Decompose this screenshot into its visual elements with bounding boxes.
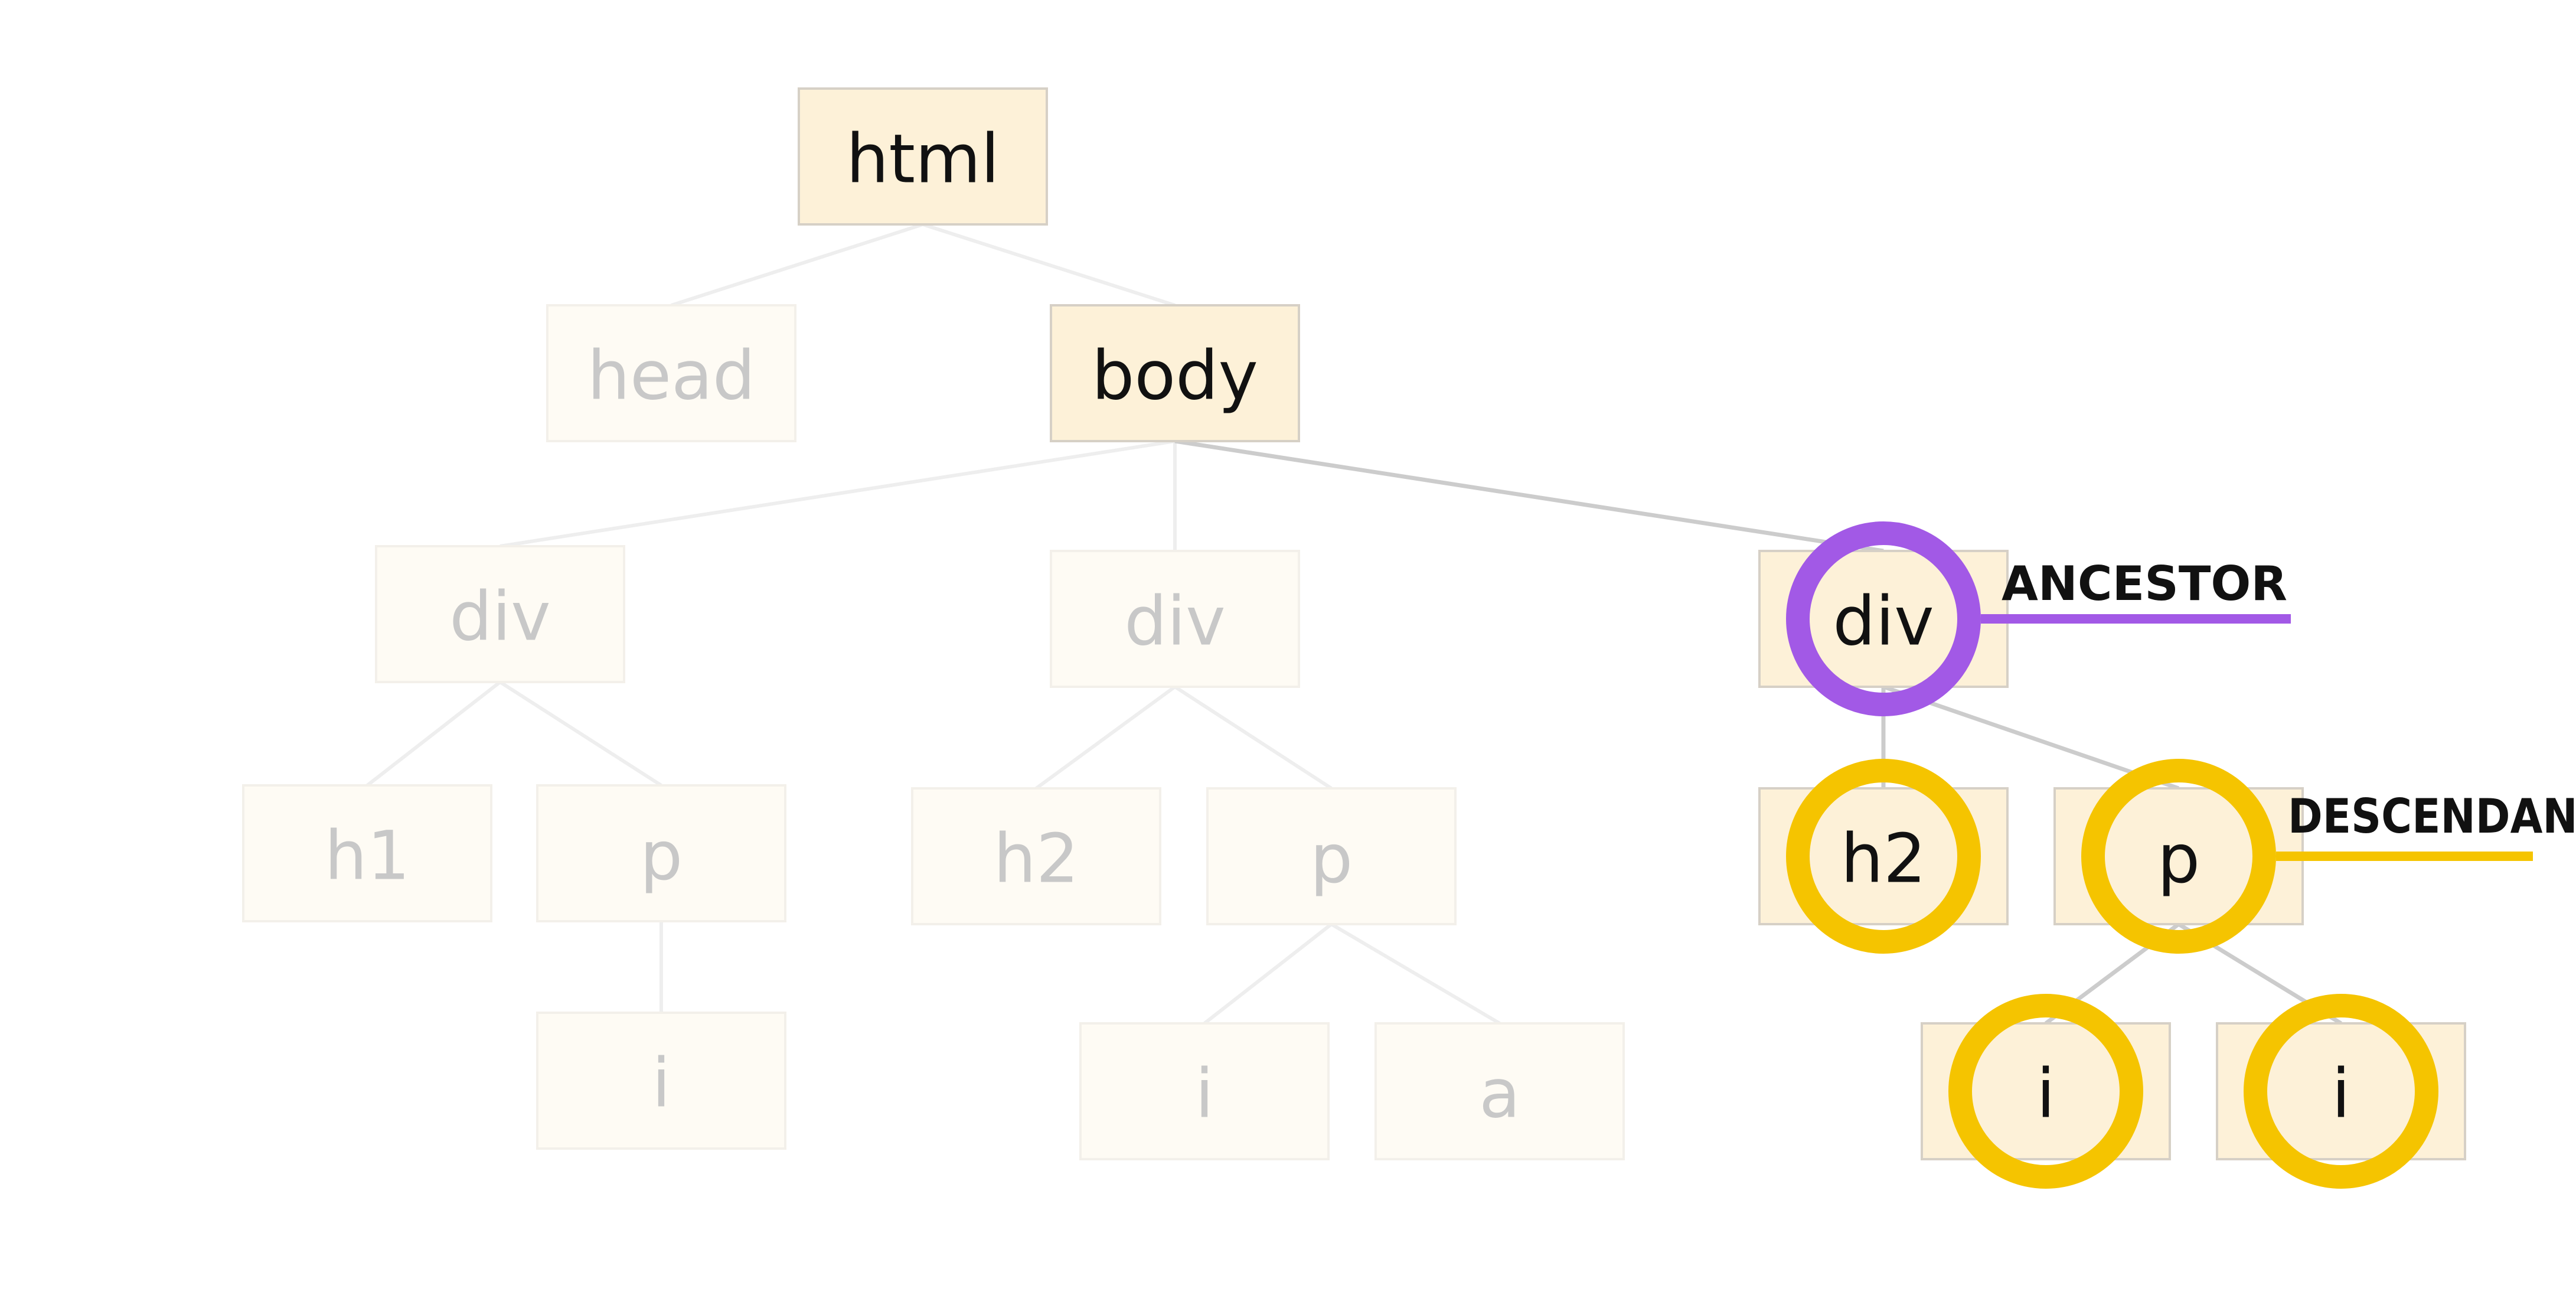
edge-p2-i2	[1203, 922, 1333, 1025]
tree-node-label: html	[846, 120, 1000, 198]
tree-node-div2: div	[1050, 550, 1300, 688]
tree-node-box	[1050, 550, 1300, 688]
edge-div2-p2	[1174, 685, 1333, 790]
tree-node-box	[1050, 304, 1300, 442]
tree-node-a1: a	[1374, 1022, 1625, 1160]
edge-p2-a1	[1330, 922, 1501, 1025]
descendants-ring-i4	[2244, 994, 2438, 1189]
tree-node-h2a: h2	[911, 787, 1161, 925]
tree-node-i1: i	[536, 1012, 786, 1150]
tree-node-box	[798, 87, 1048, 226]
descendants-ring-i3	[1948, 994, 2143, 1189]
rings-layer	[1786, 521, 2438, 1189]
tree-node-box	[536, 784, 786, 922]
tree-node-box	[1079, 1022, 1330, 1160]
tree-node-label: i	[2332, 1055, 2350, 1133]
edges-layer	[366, 223, 2342, 1025]
tree-node-label: h2	[1841, 820, 1927, 898]
tree-node-label: i	[652, 1044, 671, 1123]
tree-node-box	[1206, 787, 1457, 925]
descendants-ring-p3	[2081, 759, 2276, 954]
tree-node-box	[1374, 1022, 1625, 1160]
edge-body-div1	[499, 439, 1176, 548]
ancestor-callout-label: ANCESTOR	[2002, 556, 2287, 611]
tree-node-i2: i	[1079, 1022, 1330, 1160]
tree-node-label: div	[449, 578, 551, 656]
tree-node-head: head	[546, 304, 796, 442]
tree-node-label: h1	[325, 817, 410, 895]
tree-node-html: html	[798, 87, 1048, 226]
tree-node-label: div	[1833, 582, 1934, 661]
edge-div1-h1	[366, 680, 501, 787]
nodes-layer: html head body div div div h1 p h2 p h2 p i i a i i	[242, 87, 2466, 1160]
tree-node-label: p	[1310, 820, 1353, 898]
edge-div1-p1	[499, 680, 662, 787]
descendants-ring-h2b	[1786, 759, 1981, 954]
tree-node-label: body	[1092, 337, 1258, 415]
tree-node-label: i	[1195, 1055, 1214, 1133]
tree-node-label: head	[587, 337, 756, 415]
tree-node-label: p	[2157, 820, 2200, 898]
tree-node-p1: p	[536, 784, 786, 922]
tree-node-box	[242, 784, 492, 922]
tree-node-h1: h1	[242, 784, 492, 922]
ancestor-ring-div3	[1786, 521, 1981, 716]
tree-node-box	[375, 545, 625, 683]
edge-div3-p3	[1882, 684, 2180, 791]
tree-node-div1: div	[375, 545, 625, 683]
tree-node-box	[911, 787, 1161, 925]
tree-node-label: h2	[994, 820, 1079, 898]
tree-node-box	[536, 1012, 786, 1150]
edge-body-div3	[1174, 439, 1884, 553]
tree-node-label: a	[1479, 1055, 1520, 1133]
tree-node-label: div	[1124, 582, 1226, 661]
tree-node-p2: p	[1206, 787, 1457, 925]
tree-node-box	[546, 304, 796, 442]
edge-html-body	[922, 223, 1176, 307]
tree-node-body: body	[1050, 304, 1300, 442]
edge-html-head	[671, 223, 923, 307]
callouts-layer: ANCESTOR DESCENDANTS	[1981, 556, 2576, 861]
tree-node-label: i	[2036, 1055, 2055, 1133]
tree-node-label: p	[640, 817, 683, 895]
edge-div2-h2a	[1035, 685, 1176, 790]
descendants-callout-label: DESCENDANTS	[2288, 789, 2576, 844]
